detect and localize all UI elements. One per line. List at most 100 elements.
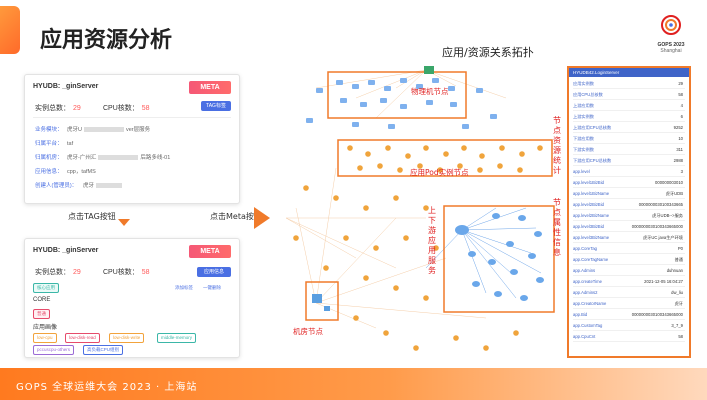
panel-row-value: 虎牙 — [674, 301, 683, 306]
card-divider — [33, 117, 231, 118]
panel-row-key: app.CoreTag — [573, 246, 597, 251]
delete-link[interactable]: 一键删除 — [203, 285, 221, 290]
panel-row-key: 上游应用CPU总核数 — [573, 125, 612, 130]
kv-value: cpp，tafMS — [67, 169, 96, 175]
panel-row-value: dw_liu — [671, 290, 683, 295]
profile-label: 应用画像 — [33, 325, 58, 331]
core-label: CORE — [33, 297, 51, 303]
kv-tail: 后路多线-01 — [140, 155, 171, 161]
service-nodes[interactable] — [455, 213, 544, 301]
panel-row-key: 上游实例数 — [573, 114, 594, 119]
profile-tag[interactable]: middle-memory — [157, 333, 197, 343]
kv-row: 创建人(管理员)：虎牙 — [35, 181, 124, 189]
meta-button[interactable]: META — [189, 245, 231, 258]
machine-nodes[interactable] — [312, 294, 330, 311]
physical-nodes[interactable] — [306, 78, 497, 129]
machine-node-label: 机房节点 — [293, 327, 323, 336]
topology-graph[interactable] — [276, 58, 566, 364]
cpu-label: CPU核数： — [103, 105, 139, 112]
profile-tag[interactable]: low-disk-write — [109, 333, 145, 343]
tag-button[interactable]: TAG标签 — [201, 101, 231, 111]
panel-row-value: 10 — [678, 136, 683, 141]
kv-value: 虎牙U — [67, 127, 82, 133]
gops-logo: GOPS 2023 Shanghai — [649, 14, 693, 54]
panel-row-key: app.level3BizName — [573, 235, 610, 240]
edges-orange — [285, 69, 507, 329]
cpu-stat: CPU核数：58 — [103, 267, 150, 277]
panel-row-key: app.Bid — [573, 312, 588, 317]
edit-link[interactable]: 添加标签 — [175, 285, 193, 290]
panel-row-value: 0000000030100343665000 — [631, 224, 683, 229]
machine-node-box — [305, 281, 339, 321]
panel-row-key: app.level3BizBid — [573, 224, 604, 229]
click-meta-caption: 点击Meta按钮 — [210, 212, 262, 221]
core-app-tab[interactable]: 核心应用 — [33, 283, 59, 293]
kv-value: 虎牙-广州汇 — [67, 155, 97, 161]
footer-bar: GOPS 全球运维大会 2023 · 上海站 — [0, 368, 707, 400]
pod-nodes[interactable] — [293, 145, 543, 351]
panel-row-key: 应用实例数 — [573, 81, 594, 86]
panel-row-value: 虎牙UDB — [665, 191, 683, 196]
instances-value: 29 — [73, 105, 81, 112]
profile-tag[interactable]: low-disk-read — [65, 333, 100, 343]
panel-row-key: app.Admins — [573, 268, 596, 273]
panel-row-value: 3 — [680, 169, 683, 174]
root-node[interactable] — [424, 66, 434, 74]
profile-tag[interactable]: 高负载CPU组别 — [83, 345, 124, 355]
cpu-value: 58 — [141, 269, 150, 276]
panel-row-key: app.CustomTag — [573, 323, 603, 328]
redacted-block — [83, 127, 124, 133]
slide-title: 应用资源分析 — [40, 28, 173, 53]
panel-row-key: 上游应用数 — [573, 103, 594, 108]
panel-row: app.CreatorName 虎牙 — [573, 300, 685, 309]
panel-row-value: 2988 — [673, 158, 683, 163]
physical-node-label: 物理机节点 — [411, 87, 449, 96]
redacted-block — [98, 155, 139, 161]
node-attr-label: 节点属性信息 — [553, 198, 561, 257]
updown-service-label: 上下游应用服务 — [428, 206, 436, 275]
panel-row-key: app.level2BizBid — [573, 202, 604, 207]
panel-row: app.CoreTagName 普通 — [573, 256, 685, 265]
title-accent-bar — [0, 6, 20, 54]
instances-label: 实例总数： — [35, 269, 70, 276]
instances-stat: 实例总数：29 — [35, 103, 81, 113]
panel-row-key: app.level — [573, 169, 590, 174]
kv-tail: ver层服务 — [125, 127, 151, 133]
topology-title: 应用/资源关系拓扑 — [442, 46, 534, 59]
app-card-tag: HYUDB: _ginServer META 实例总数：29 CPU核数：58 … — [24, 238, 240, 358]
cpu-label: CPU核数： — [103, 269, 139, 276]
core-tag[interactable]: 普通 — [33, 309, 50, 319]
footer-text: GOPS 全球运维大会 2023 · 上海站 — [16, 382, 198, 393]
panel-row-key: app.level1BizBid — [573, 180, 604, 185]
panel-row-value: duhnuan — [666, 268, 683, 273]
app-card-meta: HYUDB: _ginServer META TAG标签 实例总数：29 CPU… — [24, 74, 240, 204]
pod-node-label: 应用Pod实例节点 — [410, 168, 469, 177]
profile-tag[interactable]: pccuscpu-others — [33, 345, 75, 355]
panel-row-value: 普通 — [674, 257, 683, 262]
kv-row: 应用信息：cpp，tafMS — [35, 167, 96, 175]
panel-row-key: app.CreatorName — [573, 301, 607, 306]
cpu-value: 58 — [141, 105, 150, 112]
panel-row-value: 0000000030100343665 — [638, 202, 683, 207]
profile-tag[interactable]: low-cpu — [33, 333, 57, 343]
panel-row-key: app.CoreTagName — [573, 257, 609, 262]
node-stats-label: 节点资源统计 — [553, 116, 561, 175]
kv-row: 归属机房：虎牙-广州汇后路多线-01 — [35, 153, 170, 161]
meta-button[interactable]: META — [189, 81, 231, 94]
panel-row: app.level2BizBid 0000000030100343665 — [573, 201, 685, 210]
panel-row-key: 下游实例数 — [573, 147, 594, 152]
panel-row: app.level 3 — [573, 168, 685, 177]
app-info-button[interactable]: 应用信息 — [197, 267, 231, 277]
